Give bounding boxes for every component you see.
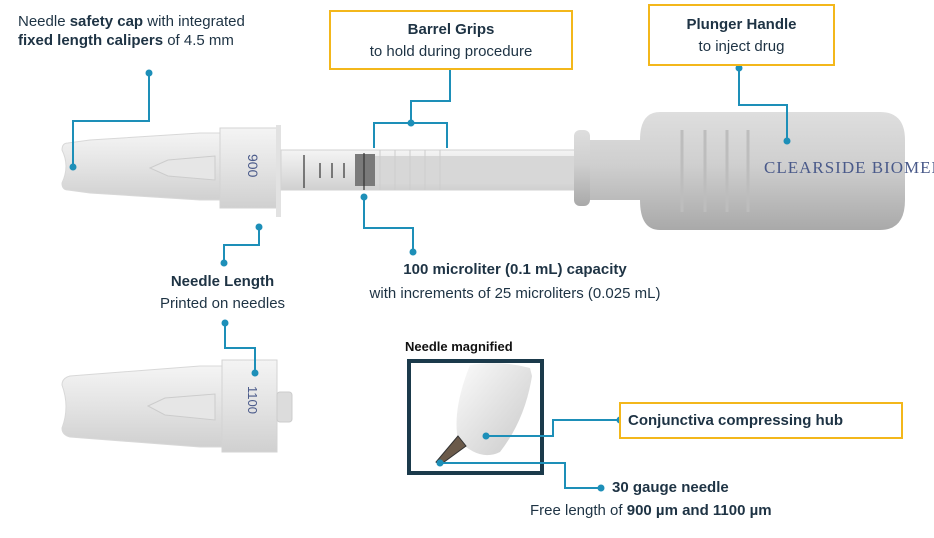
callout-dots [69,64,791,492]
needle-length-subtitle: Printed on needles [159,295,286,312]
needle-free-length: Free length of 900 µm and 1100 µm [530,502,772,519]
needle-magnified-title: Needle magnified [405,339,513,354]
clearside-logo: CLEARSIDE BIOMEDICAL [764,158,934,177]
needle-length-label-900: 900 [245,154,261,178]
safety-cap-caption: Needle safety cap with integrated fixed … [18,13,245,49]
capacity-subtitle: with increments of 25 microliters (0.025… [369,285,661,302]
needle-gauge-title: 30 gauge needle [612,479,729,496]
needle-length-title: Needle Length [170,273,275,290]
plunger-handle [574,112,905,230]
safety-cap-1100 [61,359,293,453]
plunger-handle-callout: Plunger Handle to inject drug [648,4,835,66]
syringe-barrel [280,149,582,191]
capacity-title: 100 microliter (0.1 mL) capacity [403,261,627,278]
safety-cap-900 [61,125,281,217]
needle-length-label-1100: 1100 [245,386,260,414]
barrel-grips-callout: Barrel Grips to hold during procedure [329,10,573,70]
magnified-needle-frame [407,359,544,475]
hub-callout: Conjunctiva compressing hub [619,402,903,439]
